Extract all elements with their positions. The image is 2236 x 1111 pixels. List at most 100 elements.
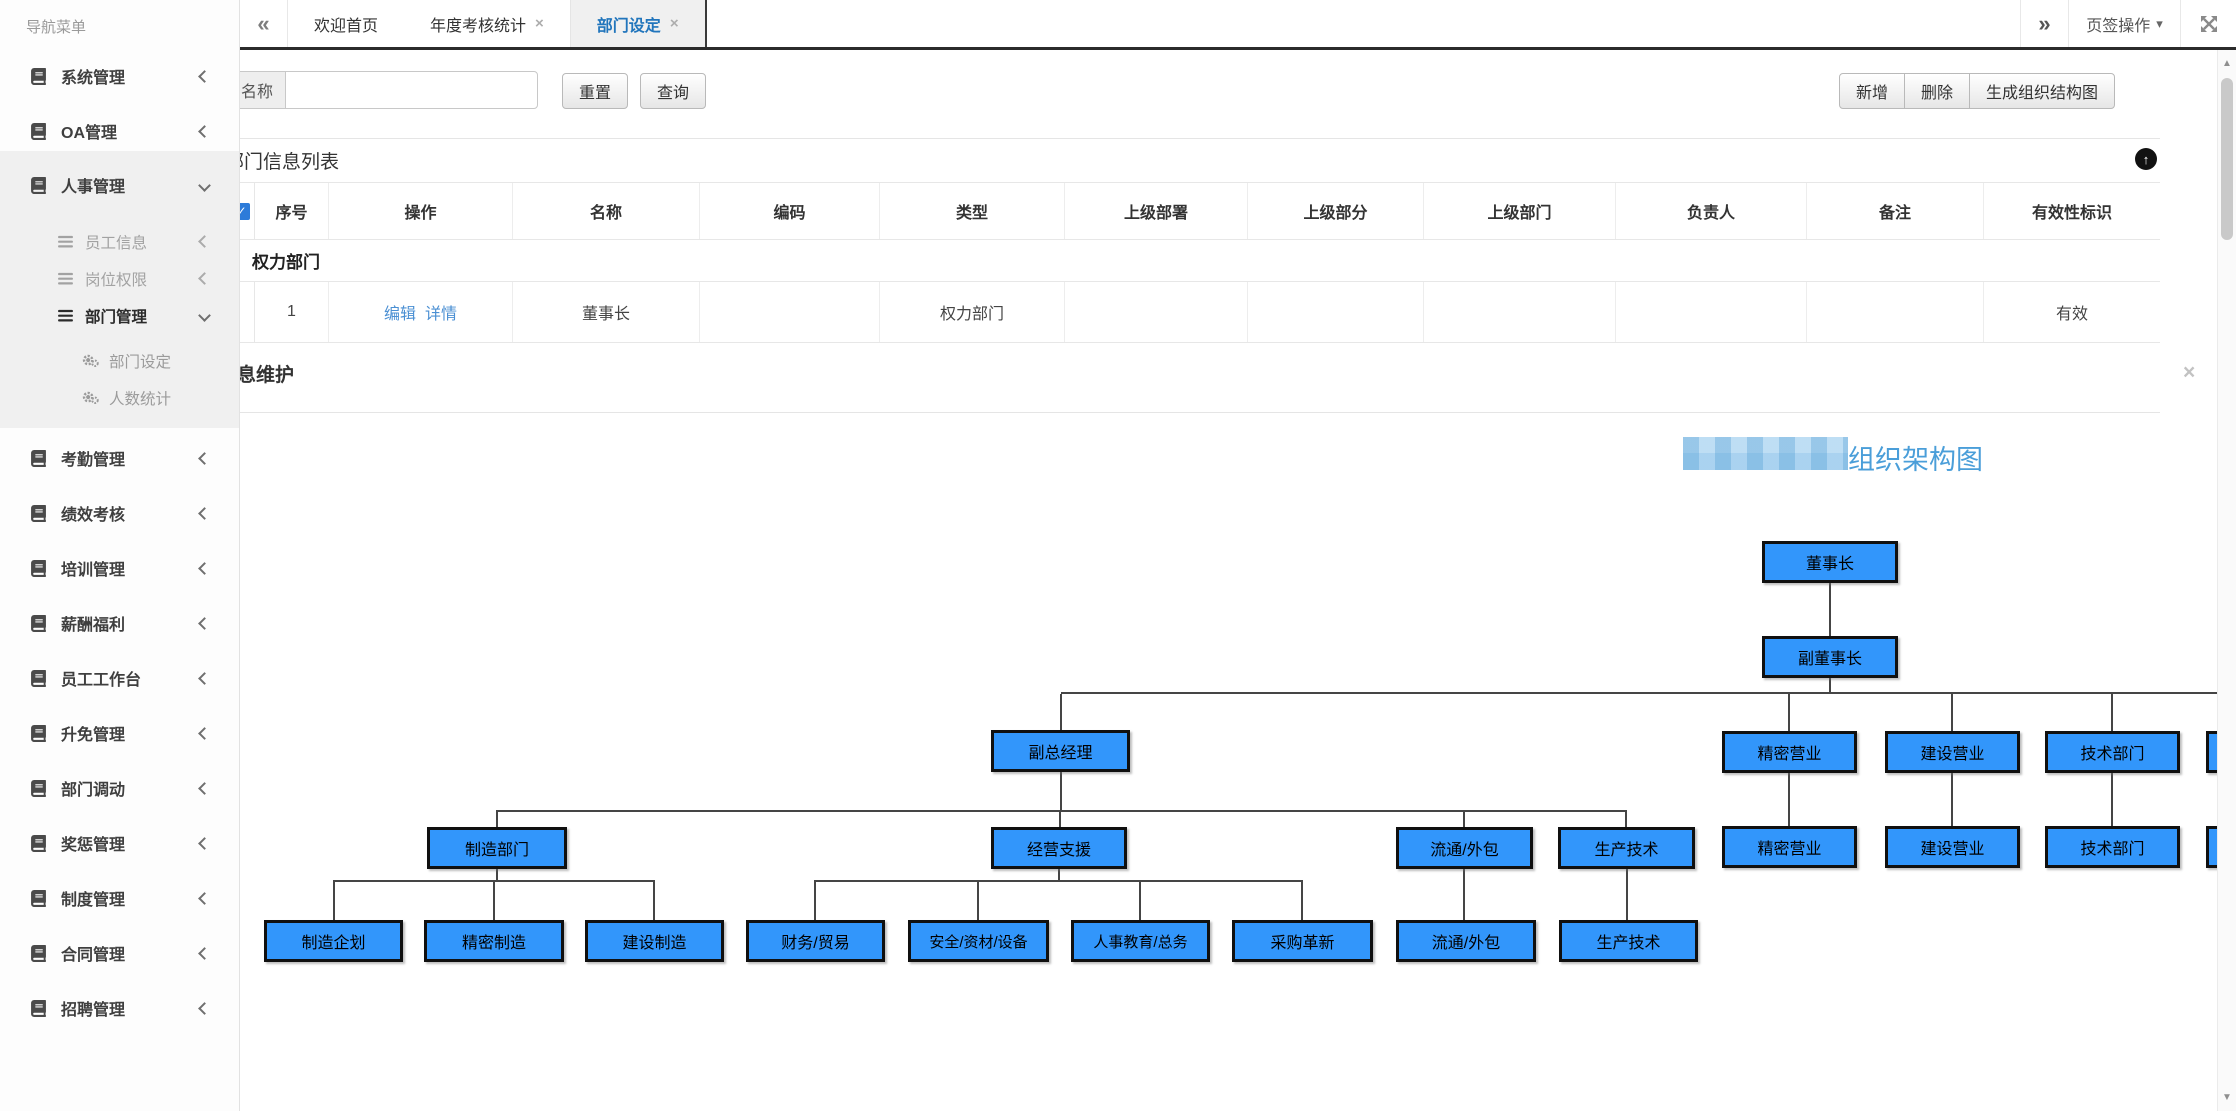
chevron-left-icon xyxy=(198,1001,211,1015)
list-icon xyxy=(58,309,73,322)
chevron-left-icon xyxy=(198,671,211,685)
tabs-scroll-left-icon[interactable]: « xyxy=(240,0,288,47)
query-button[interactable]: 查询 xyxy=(640,73,707,109)
org-connector xyxy=(1951,694,1953,731)
list-icon xyxy=(58,235,73,248)
org-connector xyxy=(1625,812,1627,827)
vertical-scrollbar[interactable]: ▲ ▼ xyxy=(2217,50,2236,1111)
chevron-left-icon xyxy=(198,561,211,575)
scroll-up-icon[interactable]: ▲ xyxy=(2222,58,2232,69)
sidebar-item-system[interactable]: 系统管理 xyxy=(0,56,239,96)
org-node: 流通/外包 xyxy=(1396,920,1536,962)
column-header: 名称 xyxy=(513,183,700,239)
edit-link[interactable]: 编辑 xyxy=(383,306,416,323)
cell-parent3 xyxy=(1424,282,1616,342)
book-icon xyxy=(30,670,47,687)
column-header: 序号 xyxy=(255,183,329,239)
chevron-left-icon xyxy=(198,891,211,905)
org-connector xyxy=(814,882,816,920)
tab-department-settings[interactable]: 部门设定 × xyxy=(569,0,707,47)
delete-button[interactable]: 删除 xyxy=(1904,73,1971,109)
tab-operations-dropdown[interactable]: 页签操作 ▾ xyxy=(2068,0,2180,47)
cell-valid: 有效 xyxy=(2055,306,2088,323)
fullscreen-icon[interactable] xyxy=(2180,0,2236,47)
sidebar-item-promotion[interactable]: 升免管理 xyxy=(0,713,239,753)
sidebar-item-hr[interactable]: 人事管理 xyxy=(0,165,239,205)
generate-orgchart-button[interactable]: 生成组织结构图 xyxy=(1969,73,2116,109)
sidebar-item-employee-info[interactable]: 员工信息 xyxy=(0,223,239,260)
sidebar-item-performance[interactable]: 绩效考核 xyxy=(0,493,239,533)
sidebar-item-rewards[interactable]: 奖惩管理 xyxy=(0,823,239,863)
sidebar-item-workbench[interactable]: 员工工作台 xyxy=(0,658,239,698)
add-button[interactable]: 新增 xyxy=(1839,73,1906,109)
org-node: 制造企划 xyxy=(264,920,403,962)
org-connector xyxy=(1058,869,1060,880)
org-node: 经营支援 xyxy=(991,827,1127,869)
column-header: 上级部分 xyxy=(1248,183,1424,239)
chevron-left-icon xyxy=(198,836,211,850)
close-panel-icon[interactable]: × xyxy=(2183,361,2196,384)
cell-parent1 xyxy=(1065,282,1248,342)
org-node: 精密制造 xyxy=(424,920,564,962)
redacted-company-name xyxy=(1683,437,1848,470)
org-connector xyxy=(1788,694,1790,731)
org-connector xyxy=(1059,812,1061,827)
sidebar-item-salary[interactable]: 薪酬福利 xyxy=(0,603,239,643)
org-connector xyxy=(1788,773,1790,826)
toolbar-divider xyxy=(150,138,2160,139)
sidebar-item-attendance[interactable]: 考勤管理 xyxy=(0,438,239,478)
tab-close-icon[interactable]: × xyxy=(669,15,679,32)
tab-close-icon[interactable]: × xyxy=(535,15,544,32)
column-header: 操作 xyxy=(329,183,513,239)
sidebar-item-training[interactable]: 培训管理 xyxy=(0,548,239,588)
org-node: 采购革新 xyxy=(1232,920,1373,962)
sidebar-item-transfer[interactable]: 部门调动 xyxy=(0,768,239,808)
org-connector xyxy=(814,880,1303,882)
gears-icon xyxy=(82,353,99,368)
sidebar-item-contract[interactable]: 合同管理 xyxy=(0,933,239,973)
org-connector xyxy=(1951,773,1953,826)
sidebar-item-recruitment[interactable]: 招聘管理 xyxy=(0,988,239,1028)
org-connector xyxy=(2111,694,2113,731)
book-icon xyxy=(30,615,47,632)
sidebar-item-department-settings[interactable]: 部门设定 xyxy=(0,342,239,379)
collapse-panel-icon[interactable]: ↑ xyxy=(2135,148,2157,170)
search-input[interactable] xyxy=(285,71,538,109)
org-node: 技术部门 xyxy=(2045,826,2180,868)
sidebar-item-department-mgmt[interactable]: 部门管理 xyxy=(0,297,239,334)
org-connector xyxy=(977,882,979,920)
org-connector xyxy=(1139,882,1141,920)
sidebar-item-oa[interactable]: OA管理 xyxy=(0,111,239,151)
column-header: 上级部署 xyxy=(1065,183,1248,239)
org-node: 生产技术 xyxy=(1558,827,1695,869)
reset-button[interactable]: 重置 xyxy=(562,73,629,109)
org-node: 制造部门 xyxy=(427,827,567,869)
table-group-row: 权力部门 xyxy=(225,240,2160,282)
list-panel-title: 部门信息列表 xyxy=(225,152,340,173)
scroll-down-icon[interactable]: ▼ xyxy=(2222,1092,2232,1103)
chevron-left-icon xyxy=(198,235,211,248)
detail-link[interactable]: 详情 xyxy=(425,306,458,323)
table-row[interactable]: 1 编辑 详情 董事长 权力部门 有效 xyxy=(225,282,2160,343)
tab-label: 年度考核统计 xyxy=(430,17,527,35)
book-icon xyxy=(30,1000,47,1017)
cell-parent2 xyxy=(1248,282,1424,342)
tabs-scroll-right-icon[interactable]: » xyxy=(2020,0,2068,47)
tab-annual-assessment[interactable]: 年度考核统计 × xyxy=(404,0,570,47)
org-connector xyxy=(333,880,655,882)
chevron-down-icon xyxy=(198,178,211,192)
org-chart-title: 组织架构图 xyxy=(1848,445,1983,475)
org-connector xyxy=(1061,692,2217,694)
sidebar-item-post-permission[interactable]: 岗位权限 xyxy=(0,260,239,297)
sidebar-item-rules[interactable]: 制度管理 xyxy=(0,878,239,918)
column-header: 有效性标识 xyxy=(2031,205,2112,222)
cell-seq: 1 xyxy=(255,282,329,342)
chevron-left-icon xyxy=(198,616,211,630)
org-connector xyxy=(1060,772,1062,810)
scrollbar-thumb[interactable] xyxy=(2221,78,2233,240)
tab-welcome[interactable]: 欢迎首页 xyxy=(288,0,404,47)
book-icon xyxy=(30,780,47,797)
sidebar-item-headcount-stats[interactable]: 人数统计 xyxy=(0,379,239,416)
sidebar: 导航菜单 系统管理 OA管理 人事管理 员工信息 岗位权限 xyxy=(0,0,240,1111)
org-node: 建设营业 xyxy=(1885,826,2020,868)
